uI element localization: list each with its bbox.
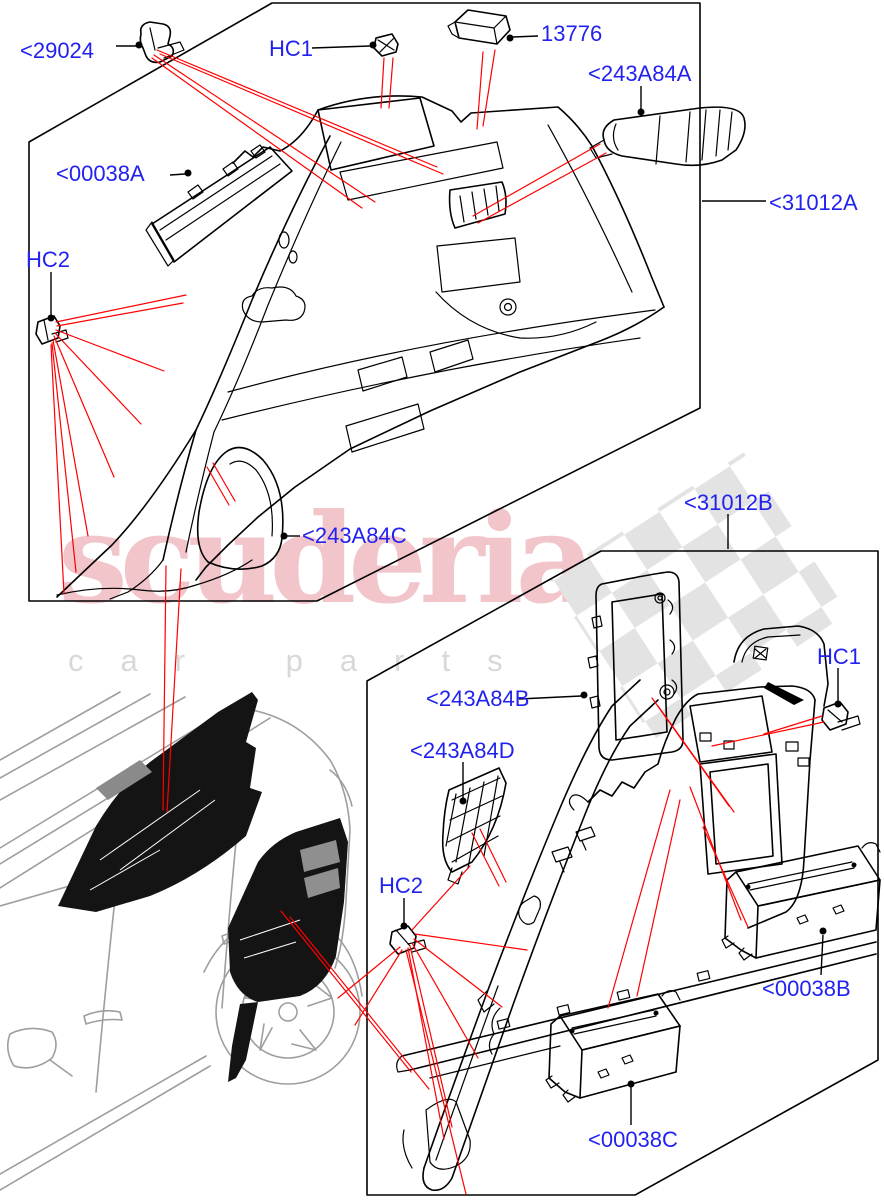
assembly-frames xyxy=(28,2,879,1196)
watermark-tagline: car parts xyxy=(68,643,540,678)
part-label-243a84d[interactable]: <243A84D xyxy=(410,738,515,763)
part-label-243a84a[interactable]: <243A84A xyxy=(588,61,692,86)
part-label-29024[interactable]: <29024 xyxy=(20,38,95,63)
part-label-243a84b[interactable]: <243A84B xyxy=(426,686,530,711)
part-label-31012b[interactable]: <31012B xyxy=(684,490,773,515)
part-label-00038b[interactable]: <00038B xyxy=(762,976,851,1001)
lower-assembly-frame xyxy=(366,550,879,1196)
vehicle-illustration xyxy=(0,691,363,1191)
callout-leader-lines xyxy=(47,34,842,1125)
part-label-243a84c[interactable]: <243A84C xyxy=(302,523,407,548)
part-label-00038c[interactable]: <00038C xyxy=(588,1127,678,1152)
part-label-hc1-right[interactable]: HC1 xyxy=(817,644,862,669)
part-label-00038a[interactable]: <00038A xyxy=(56,161,145,186)
part-label-hc2-left[interactable]: HC2 xyxy=(26,247,71,272)
lower-assembly-art xyxy=(389,571,881,1192)
part-label-31012a[interactable]: <31012A xyxy=(769,190,858,215)
watermark-checker-flag xyxy=(549,452,849,740)
red-locator-lines xyxy=(50,49,825,1195)
part-label-hc1-top[interactable]: HC1 xyxy=(269,36,314,61)
upper-assembly-art xyxy=(35,9,746,600)
part-label-hc2-bottom[interactable]: HC2 xyxy=(379,873,424,898)
upper-assembly-frame xyxy=(28,2,701,602)
part-label-13776[interactable]: 13776 xyxy=(541,21,603,46)
